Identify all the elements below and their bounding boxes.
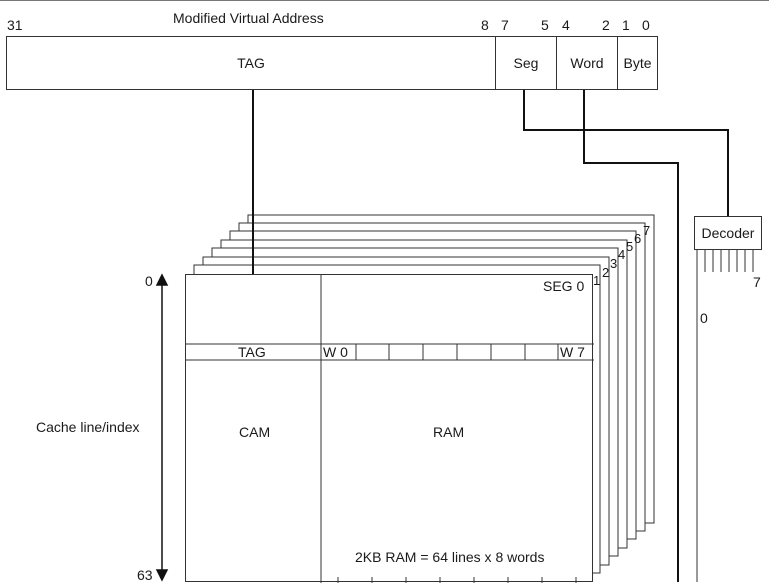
segment-label-5: 5 [626,239,634,254]
seg-field: Seg [495,36,557,90]
bit-1-label: 1 [622,17,630,33]
bit-4-label: 4 [562,17,570,33]
bit-0-label: 0 [642,17,650,33]
decoder-output-0-label: 0 [700,310,708,326]
decoder-output-7-label: 7 [753,274,761,290]
bit-5-label: 5 [541,17,549,33]
index-axis-arrow-down [155,569,169,582]
segment-label-7: 7 [643,223,651,238]
diagram-title: Modified Virtual Address [173,10,324,26]
index-axis-label: Cache line/index [36,419,140,435]
seg-connector [523,90,729,216]
segment-label-6: 6 [634,231,642,246]
tag-field: TAG [6,36,496,90]
segment-label-1: 1 [593,273,601,288]
bit-7-label: 7 [501,17,509,33]
ram-label: RAM [433,424,465,440]
byte-field: Byte [617,36,658,90]
word-7-label: W 7 [560,344,585,360]
segment-label-0: SEG 0 [543,278,585,294]
ram-size-caption: 2KB RAM = 64 lines x 8 words [355,549,545,565]
cam-label: CAM [239,424,271,440]
segment-label-2: 2 [602,265,610,280]
segment-0-grid [186,275,594,583]
segment-label-4: 4 [618,247,626,262]
index-top-label: 0 [145,273,153,289]
segment-label-3: 3 [610,256,618,271]
bit-2-label: 2 [602,17,610,33]
segment-0-array: SEG 0 TAG W 0 W 7 CAM RAM 2KB RAM = 64 l… [185,274,594,583]
cam-tag-row-label: TAG [238,344,266,360]
word-0-label: W 0 [323,344,348,360]
decoder-box: Decoder [694,216,762,250]
bit-31-label: 31 [7,17,23,33]
bit-8-label: 8 [481,17,489,33]
word-connector [583,90,679,582]
index-bottom-label: 63 [137,567,153,583]
top-border [0,0,769,1]
index-axis-arrow-up [155,273,169,286]
